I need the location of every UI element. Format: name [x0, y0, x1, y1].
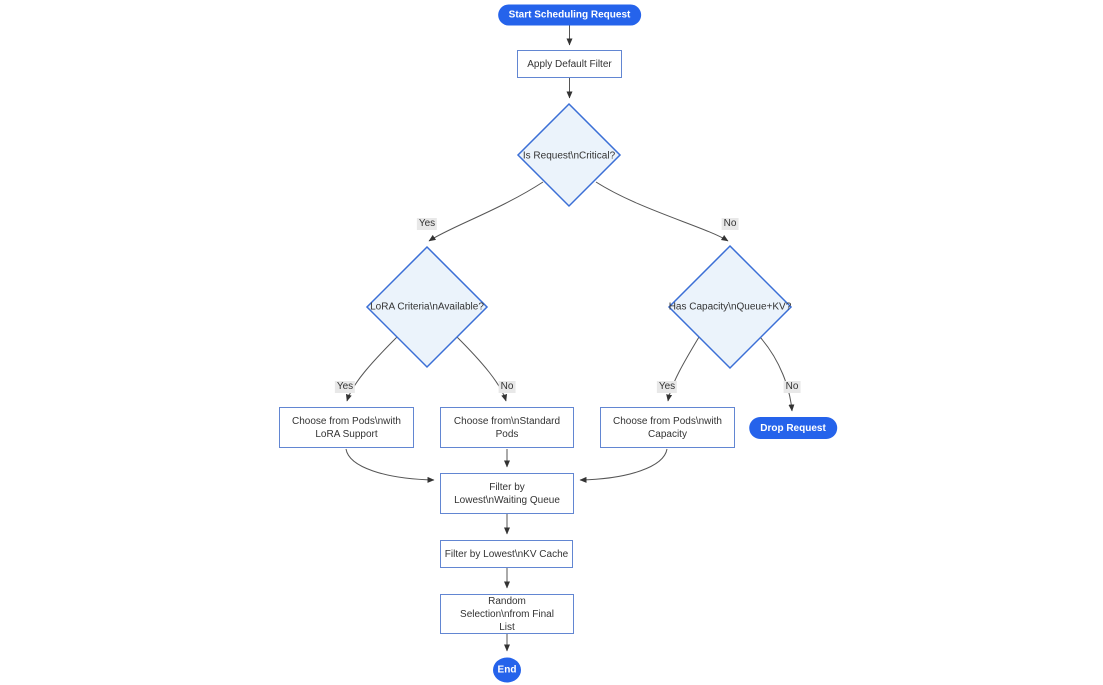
node-is-critical-label: Is Request\nCritical?	[522, 150, 616, 162]
node-choose-pods-lora: Choose from Pods\nwith LoRA Support	[279, 407, 414, 448]
edge-label-capacity-yes: Yes	[656, 381, 678, 393]
diamond-shape-lora-criteria	[365, 245, 489, 369]
node-choose-pods-capacity: Choose from Pods\nwith Capacity	[600, 407, 735, 448]
edge-label-lora-yes: Yes	[334, 381, 356, 393]
edge-has-capacity-yes	[666, 336, 700, 402]
edge-lora-criteria-no	[456, 336, 508, 402]
node-random-selection: Random Selection\nfrom Final List	[440, 594, 574, 634]
node-filter-kv-cache: Filter by Lowest\nKV Cache	[440, 540, 573, 568]
edge-label-is-critical-yes: Yes	[416, 218, 438, 230]
diamond-shape-has-capacity	[667, 244, 793, 370]
node-filter-waiting-queue: Filter by Lowest\nWaiting Queue	[440, 473, 574, 514]
edge-pods-capacity-to-filter-queue	[579, 448, 668, 483]
node-lora-criteria-label: LoRA Criteria\nAvailable?	[370, 301, 484, 313]
edge-label-lora-no: No	[498, 381, 516, 393]
node-start: Start Scheduling Request	[497, 4, 642, 25]
node-apply-default-filter: Apply Default Filter	[517, 50, 622, 78]
node-has-capacity-label: Has Capacity\nQueue+KV?	[668, 301, 792, 313]
diamond-shape-is-critical	[516, 102, 622, 208]
edge-label-capacity-no: No	[783, 381, 801, 393]
edge-is-critical-yes	[428, 181, 544, 242]
edge-label-is-critical-no: No	[721, 218, 739, 230]
node-end: End	[493, 657, 521, 683]
node-drop-request: Drop Request	[749, 417, 837, 439]
edge-has-capacity-no	[759, 336, 795, 412]
edge-lora-criteria-yes	[345, 336, 398, 402]
edge-is-critical-no	[595, 181, 729, 242]
edge-pods-lora-to-filter-queue	[345, 448, 435, 483]
node-choose-standard-pods: Choose from\nStandard Pods	[440, 407, 574, 448]
